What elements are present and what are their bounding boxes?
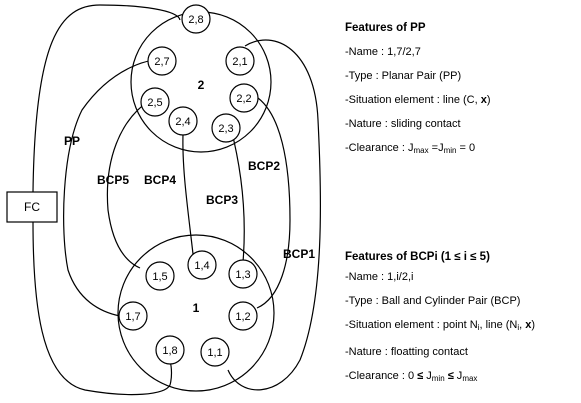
link-label-pp: PP [64,134,80,148]
node-1-3 [228,259,258,289]
bcp-clearance: -Clearance : 0 ≤ Jmin ≤ Jmax [345,370,478,383]
node-1-8 [155,335,185,365]
link-label-bcp1: BCP1 [283,247,315,261]
pp-features-panel: Features of PP -Name : 1,7/2,7 -Type : P… [345,22,491,163]
node-label-1-5: 1,5 [152,271,167,283]
fc-box [6,191,58,223]
part-2-label: 2 [198,78,205,92]
node-label-1-3: 1,3 [235,269,250,281]
link-bcp2 [256,97,291,309]
link-label-bcp2: BCP2 [248,159,280,173]
node-2-2 [229,83,259,113]
node-label-2-1: 2,1 [232,56,247,68]
node-label-2-4: 2,4 [175,116,190,128]
node-2-5 [140,87,170,117]
node-2-4 [168,106,198,136]
pp-name: -Name : 1,7/2,7 [345,46,421,58]
fc-label: FC [24,200,40,214]
node-1-7 [118,301,148,331]
bcp-features-title: Features of BCPi (1 ≤ i ≤ 5) [345,251,490,263]
pp-type: -Type : Planar Pair (PP) [345,70,462,82]
pp-clearance: -Clearance : Jmax =Jmin = 0 [345,142,476,155]
link-label-bcp3: BCP3 [206,193,238,207]
link-bcp5 [106,99,151,269]
bcp-nature: -Nature : floatting contact [345,346,468,358]
part-1-label: 1 [193,301,200,315]
bcp-features-panel: Features of BCPi (1 ≤ i ≤ 5) -Name : 1,i… [345,251,535,391]
bcp-situation: -Situation element : point Ni, line (Ni,… [345,319,536,332]
link-label-bcp4: BCP4 [144,173,176,187]
pp-nature: -Nature : sliding contact [345,118,461,130]
node-2-7 [147,46,177,76]
node-label-1-8: 1,8 [162,345,177,357]
node-label-1-2: 1,2 [235,311,250,323]
link-bcp4 [182,133,194,255]
node-label-2-8: 2,8 [188,14,203,26]
link-fc-top [32,4,181,193]
pp-situation: -Situation element : line (C, x) [345,94,491,106]
pp-features-title: Features of PP [345,22,426,34]
node-2-8 [181,4,211,34]
node-label-1-4: 1,4 [194,260,209,272]
link-fc-bottom [32,221,173,396]
link-bcp1 [227,39,322,391]
node-label-2-3: 2,3 [218,123,233,135]
node-label-1-1: 1,1 [207,347,222,359]
node-1-5 [145,261,175,291]
node-1-1 [200,337,230,367]
node-1-2 [228,301,258,331]
node-label-1-7: 1,7 [125,311,140,323]
link-pp [63,58,176,317]
link-label-bcp5: BCP5 [97,173,129,187]
bcp-type: -Type : Ball and Cylinder Pair (BCP) [345,295,521,307]
bcp-name: -Name : 1,i/2,i [345,271,414,283]
node-label-2-5: 2,5 [147,97,162,109]
part-1-circle [117,234,275,392]
node-1-4 [187,250,217,280]
node-2-3 [211,113,241,143]
node-label-2-7: 2,7 [154,56,169,68]
node-2-1 [225,46,255,76]
node-label-2-2: 2,2 [236,93,251,105]
